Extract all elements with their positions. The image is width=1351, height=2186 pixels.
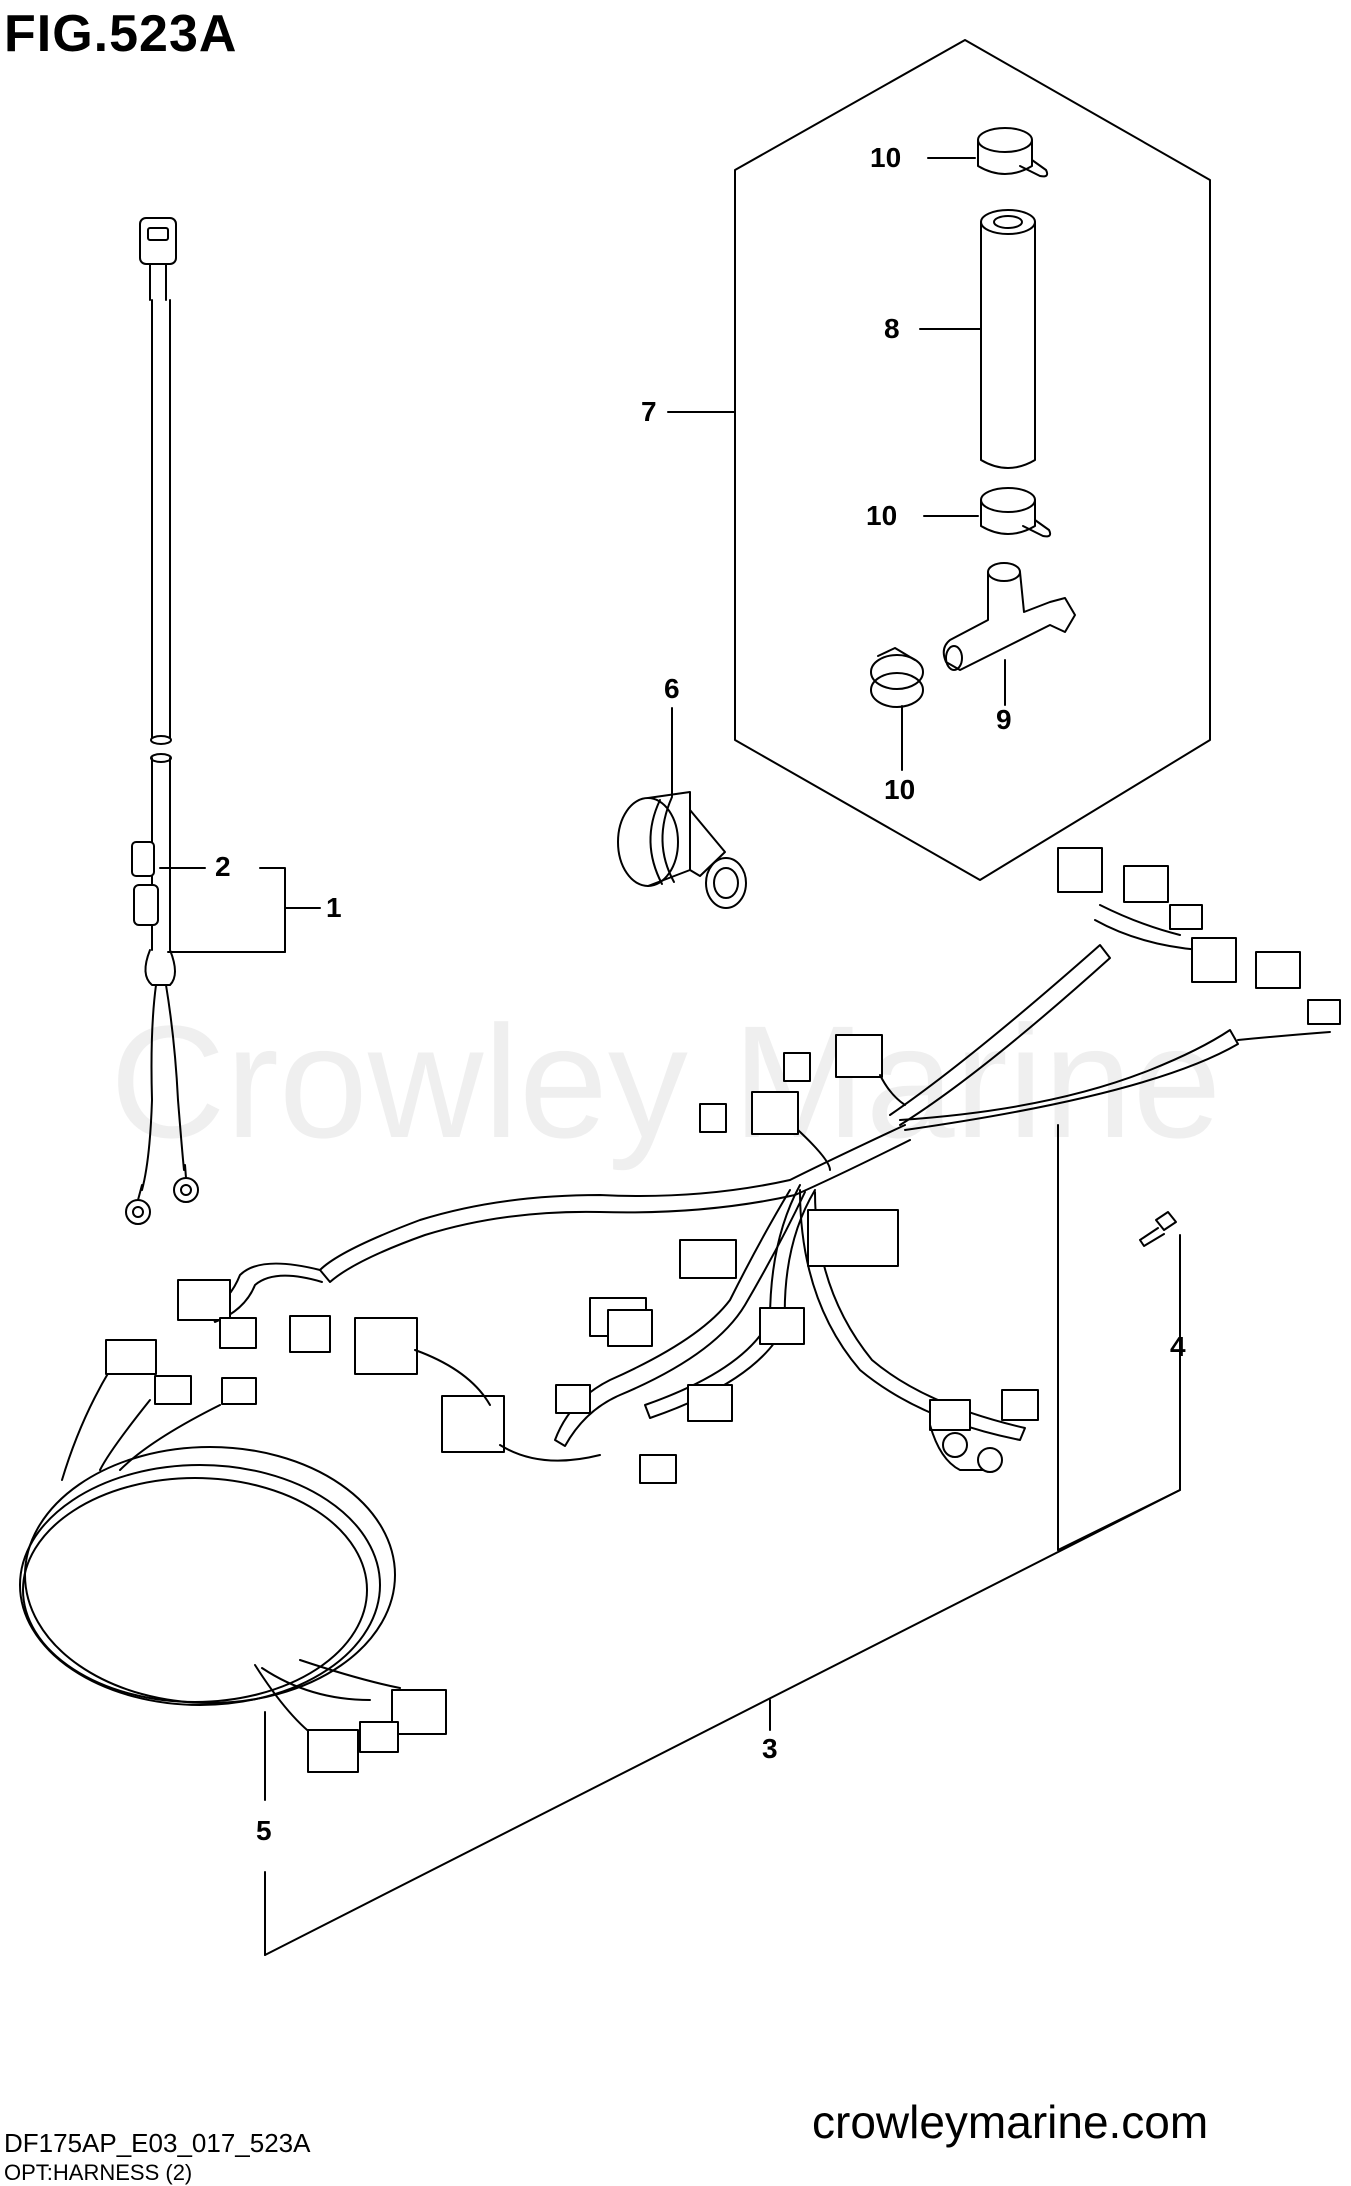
hose-clip-bottom bbox=[871, 648, 923, 770]
callout-4: 4 bbox=[1170, 1331, 1186, 1362]
website-url: crowleymarine.com bbox=[812, 2096, 1209, 2148]
extension-harness-5 bbox=[20, 1340, 446, 1955]
t-joint-9 bbox=[944, 563, 1075, 705]
bolt-4 bbox=[1140, 1212, 1180, 1320]
bracket-leader bbox=[265, 1490, 1180, 1955]
leader-lines-1-2 bbox=[160, 868, 320, 952]
callout-10-middle: 10 bbox=[866, 500, 898, 531]
callout-2: 2 bbox=[215, 851, 231, 882]
callout-7: 7 bbox=[641, 396, 657, 427]
figure-subtitle: OPT:HARNESS (2) bbox=[4, 2160, 193, 2185]
callout-5: 5 bbox=[256, 1815, 272, 1846]
hose-clip-middle bbox=[924, 488, 1050, 536]
battery-lead-wire bbox=[126, 218, 198, 1224]
figure-code: DF175AP_E03_017_523A bbox=[4, 2128, 311, 2158]
callout-10-bottom: 10 bbox=[884, 774, 916, 805]
hose-8 bbox=[920, 210, 1035, 468]
callout-1: 1 bbox=[326, 892, 342, 923]
grommet-6 bbox=[618, 708, 746, 908]
callout-8: 8 bbox=[884, 313, 900, 344]
main-harness-3 bbox=[178, 848, 1340, 1730]
callout-10-top: 10 bbox=[870, 142, 902, 173]
callout-3: 3 bbox=[762, 1733, 778, 1764]
callout-9: 9 bbox=[996, 704, 1012, 735]
callout-6: 6 bbox=[664, 673, 680, 704]
hose-clip-top bbox=[928, 128, 1047, 176]
kit-outline-7 bbox=[735, 40, 1210, 880]
figure-title: FIG.523A bbox=[4, 5, 238, 63]
